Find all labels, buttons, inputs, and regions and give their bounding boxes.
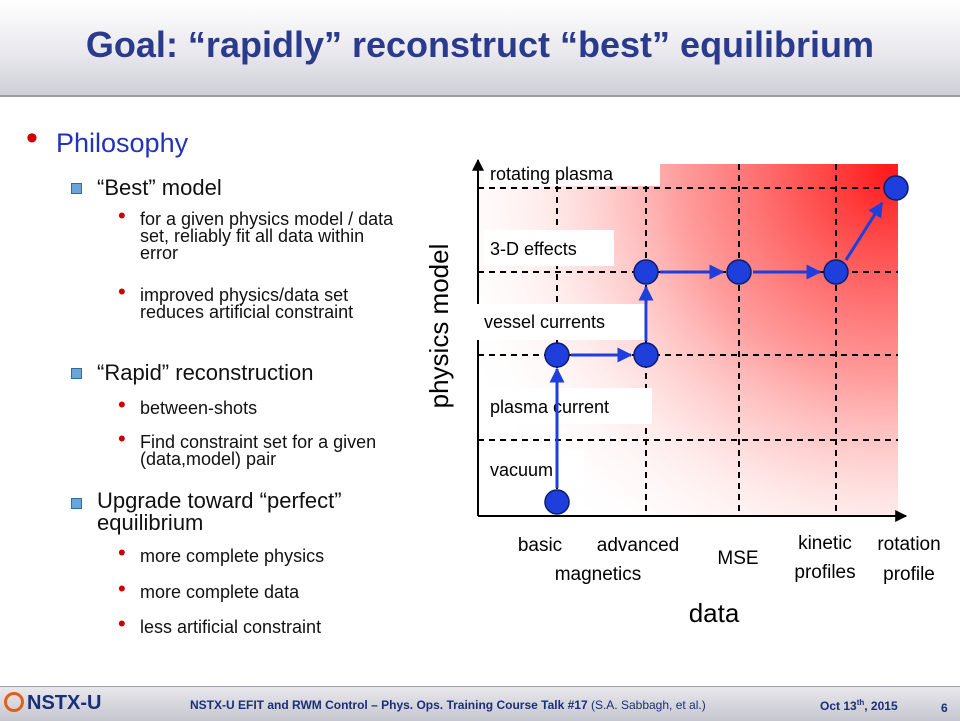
row-label-rotating-plasma: rotating plasma bbox=[490, 164, 614, 184]
col-label-kinetic: kinetic bbox=[798, 533, 852, 554]
item-text: more complete physics bbox=[140, 546, 325, 566]
col-label-rotation: rotation bbox=[877, 534, 940, 555]
bullet-icon: • bbox=[118, 392, 126, 417]
node-vessel-basic bbox=[544, 342, 570, 368]
outline-item: • more complete physics bbox=[118, 542, 400, 566]
footer-authors: (S.A. Sabbagh, et al.) bbox=[590, 698, 706, 712]
footer-date-prefix: Oct 13 bbox=[820, 699, 857, 713]
col-label-profile: profile bbox=[883, 564, 935, 585]
row-label-box bbox=[476, 304, 648, 340]
footer-date: Oct 13th, 2015 bbox=[820, 698, 898, 713]
logo-text: NSTX-U bbox=[27, 692, 102, 714]
col-label-profiles: profiles bbox=[794, 562, 855, 583]
bullet-icon: • bbox=[118, 426, 126, 451]
outline-heading-text: Philosophy bbox=[56, 128, 189, 158]
col-label-basic: basic bbox=[518, 535, 562, 556]
row-label-vacuum: vacuum bbox=[490, 460, 553, 480]
footer-talk-title: NSTX-U EFIT and RWM Control – Phys. Ops.… bbox=[190, 698, 588, 712]
footer-date-suffix: , 2015 bbox=[864, 699, 898, 713]
node-3d-mse bbox=[726, 259, 752, 285]
page-number: 6 bbox=[941, 701, 948, 715]
item-text: less artificial constraint bbox=[140, 617, 322, 637]
row-label-vessel-currents: vessel currents bbox=[484, 312, 605, 332]
section-label: “Rapid” reconstruction bbox=[97, 360, 314, 385]
x-axis-label: data bbox=[689, 598, 740, 628]
bullet-icon: • bbox=[118, 279, 126, 304]
outline-item: • between-shots bbox=[118, 394, 400, 418]
nstx-logo: NSTX-U bbox=[4, 692, 101, 715]
row-label-plasma-current: plasma current bbox=[490, 397, 609, 417]
section-label: Upgrade toward “perfect” equilibrium bbox=[97, 488, 342, 535]
item-text: between-shots bbox=[140, 398, 258, 418]
outline-section: “Rapid” reconstruction bbox=[71, 360, 314, 386]
path-arrow bbox=[844, 201, 884, 261]
footer-talk: NSTX-U EFIT and RWM Control – Phys. Ops.… bbox=[190, 698, 706, 712]
col-label-advanced: advanced bbox=[597, 535, 679, 556]
slide-title: Goal: “rapidly” reconstruct “best” equil… bbox=[85, 24, 875, 65]
bullet-icon: • bbox=[118, 540, 126, 565]
bullet-icon: • bbox=[118, 576, 126, 601]
bullet-icon: • bbox=[118, 611, 126, 636]
row-label-box bbox=[484, 451, 584, 487]
item-text: for a given physics model / data set, re… bbox=[140, 209, 394, 263]
outline-section: “Best” model bbox=[71, 175, 222, 201]
section-label: “Best” model bbox=[97, 175, 222, 200]
footer-bar: NSTX-U NSTX-U EFIT and RWM Control – Phy… bbox=[0, 686, 960, 721]
row-label-box bbox=[484, 230, 614, 266]
outline-section: Upgrade toward “perfect” equilibrium bbox=[71, 488, 397, 535]
outline-item: • for a given physics model / data set, … bbox=[118, 205, 400, 263]
item-text: improved physics/data set reduces artifi… bbox=[140, 285, 354, 322]
square-bullet-icon bbox=[71, 183, 82, 194]
row-label-box bbox=[484, 156, 660, 186]
logo-ring-icon bbox=[4, 692, 24, 712]
bullet-icon: • bbox=[26, 119, 38, 157]
node-rotating-rotation bbox=[883, 175, 909, 201]
node-3d-kinetic bbox=[823, 259, 849, 285]
outline-item: • more complete data bbox=[118, 578, 400, 602]
col-label-mse: MSE bbox=[717, 548, 758, 569]
y-axis-label: physics model bbox=[424, 244, 454, 409]
square-bullet-icon bbox=[71, 368, 82, 379]
outline-item: • Find constraint set for a given (data,… bbox=[118, 428, 400, 469]
square-bullet-icon bbox=[71, 498, 82, 509]
node-3d-advanced bbox=[633, 259, 659, 285]
col-label-magnetics: magnetics bbox=[555, 564, 642, 585]
row-label-box bbox=[484, 388, 652, 424]
outline-item: • less artificial constraint bbox=[118, 613, 400, 637]
node-vacuum-basic bbox=[544, 489, 570, 515]
item-text: Find constraint set for a given (data,mo… bbox=[140, 432, 377, 469]
outline-item: • improved physics/data set reduces arti… bbox=[118, 281, 400, 322]
title-band: Goal: “rapidly” reconstruct “best” equil… bbox=[0, 0, 960, 97]
row-label-3d-effects: 3-D effects bbox=[490, 239, 577, 259]
outline-heading: • Philosophy bbox=[26, 119, 189, 159]
footer-date-sup: th bbox=[856, 698, 865, 707]
node-vessel-advanced bbox=[633, 342, 659, 368]
bullet-icon: • bbox=[118, 203, 126, 228]
item-text: more complete data bbox=[140, 582, 300, 602]
